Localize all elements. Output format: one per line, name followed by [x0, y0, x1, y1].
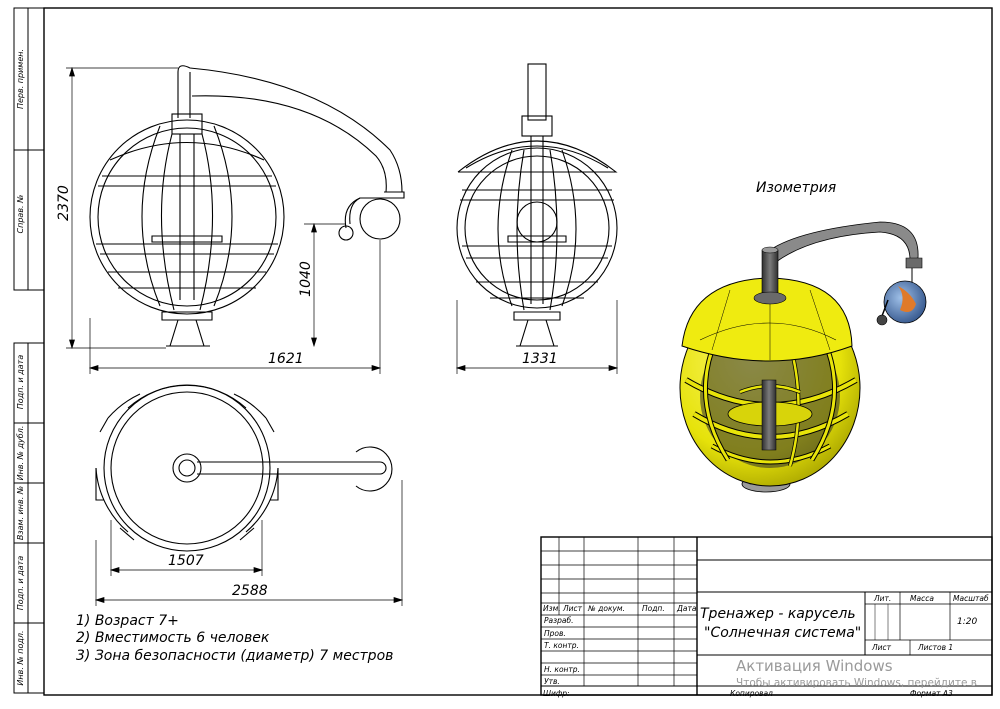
side-dimensions: [455, 300, 619, 374]
side-view: [456, 63, 618, 347]
top-dimensions: [94, 480, 404, 606]
tb-lit: Лит.: [874, 594, 892, 603]
tb-col-data: Дата: [677, 604, 697, 613]
top-view: [95, 384, 393, 552]
note-capacity: 2) Вместимость 6 человек: [76, 630, 270, 646]
tb-cipher: Шифр:: [543, 689, 570, 698]
tb-scale-label: Масштаб: [953, 594, 989, 603]
tb-col-list: Лист: [563, 604, 583, 613]
dim-width-side: 1331: [522, 351, 558, 367]
tb-row-n-kontr: Н. контр.: [544, 665, 580, 674]
strip-label-inv-podl: Инв. № подл.: [16, 630, 25, 686]
isometry-label: Изометрия: [756, 180, 837, 196]
strip-label-vzam-inv: Взам. инв. №: [16, 485, 25, 541]
strip-label-perv-primen: Перв. примен.: [16, 48, 25, 110]
tb-sheets: Листов 1: [918, 643, 954, 652]
tb-sheet: Лист: [872, 643, 892, 652]
strip-label-podp-data-1: Подп. и дата: [16, 354, 25, 410]
watermark-subtitle: Чтобы активировать Windows, перейдите в: [736, 677, 977, 689]
tb-title-line1: Тренажер - карусель: [700, 606, 856, 622]
title-block-frame: [540, 536, 993, 696]
dim-width-top-inner: 1507: [168, 553, 204, 569]
note-age: 1) Возраст 7+: [76, 613, 179, 629]
tb-format: Формат А3: [910, 689, 953, 698]
dim-width-top-outer: 2588: [232, 583, 268, 599]
dim-width-front: 1621: [268, 351, 304, 367]
dim-height-front: 2370: [55, 185, 72, 221]
tb-col-podp: Подп.: [642, 604, 665, 613]
strip-label-podp-data-2: Подп. и дата: [16, 555, 25, 611]
tb-col-dokum: № докум.: [588, 604, 625, 613]
front-view: [89, 65, 405, 347]
tb-col-izm: Изм.: [543, 604, 561, 613]
watermark-title: Активация Windows: [736, 657, 893, 675]
isometric-view: [679, 221, 927, 493]
strip-label-sprav-no: Справ. №: [16, 194, 25, 234]
tb-scale-value: 1:20: [957, 617, 978, 627]
tb-title-line2: "Солнечная система": [704, 625, 862, 641]
tb-copied: Копировал: [730, 689, 773, 698]
tb-row-t-kontr: Т. контр.: [544, 641, 579, 650]
tb-row-prov: Пров.: [544, 629, 566, 638]
note-safety-zone: 3) Зона безопасности (диаметр) 7 местров: [76, 648, 394, 664]
tb-row-razrab: Разраб.: [544, 616, 574, 625]
side-strip-frame: [13, 7, 45, 694]
tb-mass: Масса: [910, 594, 934, 603]
tb-row-utv: Утв.: [544, 677, 560, 686]
front-dimensions: [66, 66, 382, 374]
dim-height-globe: 1040: [297, 261, 314, 297]
